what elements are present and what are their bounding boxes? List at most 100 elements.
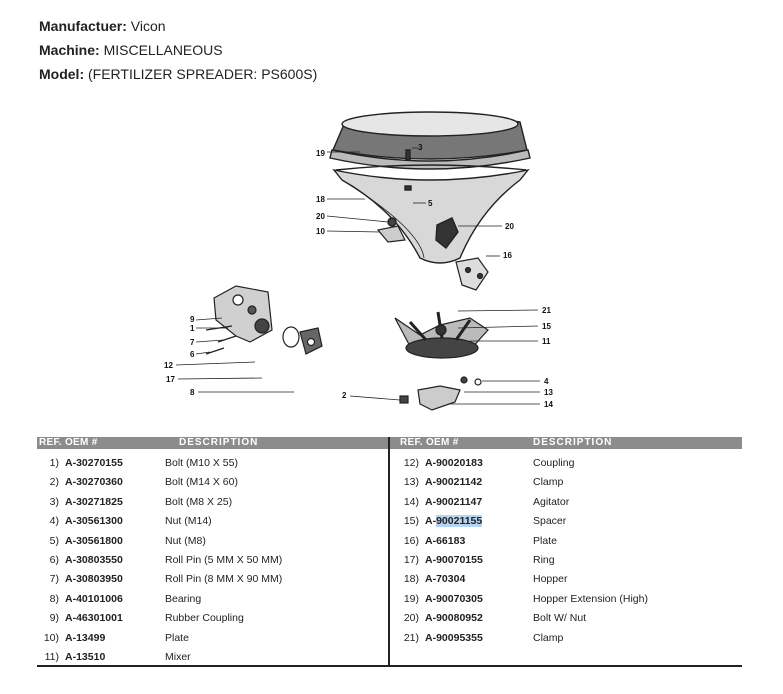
- row-oem: A-90021147: [425, 496, 482, 508]
- row-oem: A-30803550: [65, 554, 123, 566]
- row-ref: 20): [403, 612, 419, 625]
- row-ref: 1): [49, 457, 59, 469]
- oem-number: 46301001: [76, 612, 123, 625]
- manufacturer-label: Manufactuer:: [39, 18, 127, 34]
- callout-17: 17: [166, 375, 175, 384]
- diagram-callouts: 19 3 18 5 20 10 20 16 9 1 7 6 12 17 8 21…: [164, 143, 553, 409]
- oem-number: 30270360: [76, 476, 123, 489]
- callout-15: 15: [542, 322, 551, 331]
- oem-prefix: A-: [425, 534, 437, 547]
- header-ref-oem-left: REF. OEM #: [39, 437, 98, 448]
- callout-6: 6: [190, 350, 195, 359]
- oem-prefix: A-: [65, 495, 77, 508]
- callout-16: 16: [503, 251, 512, 260]
- callout-10: 10: [316, 227, 325, 236]
- row-description: Agitator: [533, 495, 570, 508]
- row-oem: A-30270360: [65, 476, 123, 488]
- table-bottom-rule: [37, 665, 742, 667]
- oem-prefix: A-: [425, 457, 437, 469]
- row-oem: A-90021155: [425, 515, 483, 528]
- row-oem: A-46301001: [65, 612, 123, 624]
- row-oem: A-30271825: [65, 496, 123, 508]
- row-description: Roll Pin (5 MM X 50 MM): [165, 553, 283, 566]
- oem-number: 90021142: [436, 476, 483, 489]
- model-line: Model: (FERTILIZER SPREADER: PS600S): [39, 66, 317, 82]
- column-divider: [388, 437, 390, 667]
- oem-number: 90070155: [436, 553, 483, 566]
- table-row: 14) A-90021147 Agitator: [397, 494, 742, 513]
- callout-12: 12: [164, 361, 173, 370]
- header-ref-oem-right: REF. OEM #: [400, 437, 459, 448]
- row-description: Rubber Coupling: [165, 612, 244, 625]
- oem-prefix: A-: [65, 534, 77, 547]
- row-ref: 14): [403, 495, 419, 508]
- model-value: (FERTILIZER SPREADER: PS600S): [88, 66, 318, 82]
- row-oem: A-70304: [425, 573, 465, 585]
- row-oem: A-30561300: [65, 515, 123, 527]
- oem-number: 40101006: [76, 592, 123, 605]
- header-description-left: DESCRIPTION: [179, 437, 259, 448]
- row-ref: 15): [403, 515, 419, 528]
- row-description: Clamp: [533, 631, 564, 644]
- agitator-illustration: [376, 225, 489, 411]
- row-ref: 6): [49, 553, 59, 566]
- oem-number: 30561800: [76, 534, 123, 547]
- row-oem: A-40101006: [65, 593, 123, 605]
- manufacturer-line: Manufactuer: Vicon: [39, 18, 166, 34]
- row-ref: 17): [403, 553, 419, 566]
- row-ref: 3): [49, 495, 59, 508]
- oem-prefix: A-: [65, 631, 77, 644]
- callout-14: 14: [544, 400, 553, 409]
- row-ref: 13): [403, 476, 419, 489]
- machine-value: MISCELLANEOUS: [103, 42, 223, 58]
- oem-number: 70304: [436, 573, 466, 586]
- parts-diagram: 19 3 18 5 20 10 20 16 9 1 7 6 12 17 8 21…: [164, 111, 553, 411]
- row-description: Plate: [533, 534, 557, 547]
- oem-number: 13499: [76, 631, 106, 644]
- row-ref: 18): [403, 573, 419, 586]
- callout-21: 21: [542, 306, 551, 315]
- row-description: Coupling: [533, 457, 575, 469]
- oem-prefix: A-: [65, 476, 77, 489]
- row-description: Bolt (M8 X 25): [165, 495, 233, 508]
- callout-9: 9: [190, 315, 195, 324]
- row-ref: 9): [49, 612, 59, 625]
- callout-20-right: 20: [505, 222, 514, 231]
- oem-prefix: A-: [65, 573, 77, 586]
- callout-19: 19: [316, 149, 325, 158]
- row-oem: A-13499: [65, 632, 105, 644]
- row-description: Nut (M8): [165, 534, 206, 547]
- oem-number: 90095355: [436, 631, 483, 644]
- row-ref: 8): [49, 592, 59, 605]
- oem-prefix: A-: [65, 592, 77, 605]
- oem-number: 30561300: [76, 515, 123, 528]
- oem-prefix: A-: [65, 457, 77, 469]
- row-oem: A-30561800: [65, 535, 123, 547]
- oem-number: 30803550: [76, 553, 123, 566]
- row-description: Bolt (M10 X 55): [165, 457, 238, 469]
- row-ref: 10): [43, 631, 59, 644]
- row-ref: 2): [49, 476, 59, 489]
- model-label: Model:: [39, 66, 85, 82]
- oem-number: 66183: [436, 534, 466, 547]
- row-oem: A-90080952: [425, 612, 483, 624]
- row-ref: 11): [44, 650, 59, 663]
- oem-prefix: A-: [425, 612, 437, 625]
- row-ref: 19): [403, 592, 419, 605]
- table-row: 9) A-46301001 Rubber Coupling: [37, 610, 387, 629]
- callout-7: 7: [190, 338, 195, 347]
- oem-prefix: A-: [65, 553, 77, 566]
- callout-11: 11: [542, 337, 551, 346]
